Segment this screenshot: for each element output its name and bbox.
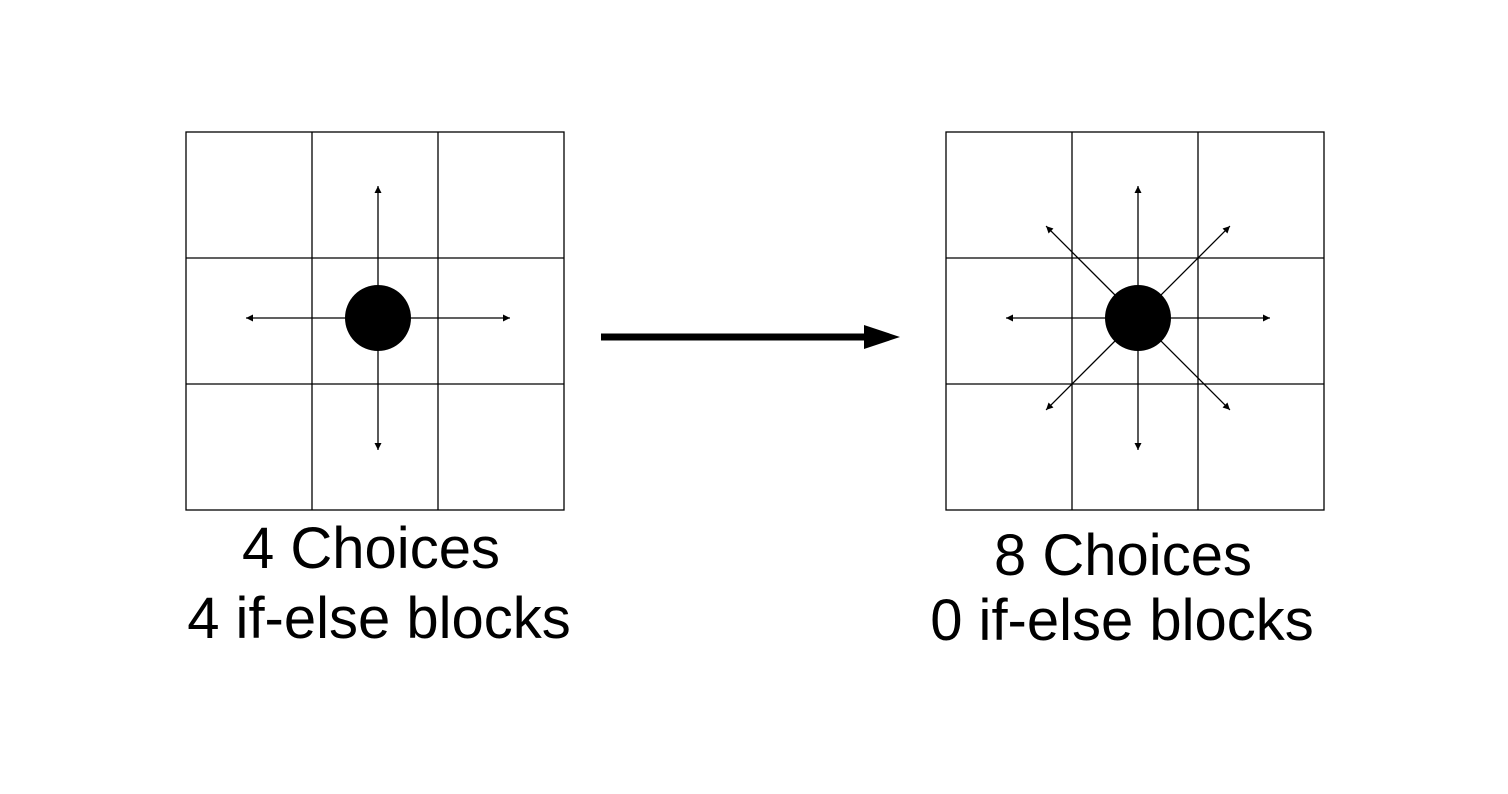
agent-dot-right [1105,285,1171,351]
panel-four-choices: 4 Choices 4 if-else blocks [185,131,571,651]
grid-right [945,131,1325,511]
right-arrow-icon [601,325,900,349]
caption-left-line2: 4 if-else blocks [187,586,571,651]
panel-eight-choices: 8 Choices 0 if-else blocks [930,131,1325,653]
agent-dot-left [345,285,411,351]
caption-left-line1: 4 Choices [242,516,500,581]
caption-right-line1: 8 Choices [994,523,1252,588]
grid-left [185,131,565,511]
caption-right-line2: 0 if-else blocks [930,588,1314,653]
